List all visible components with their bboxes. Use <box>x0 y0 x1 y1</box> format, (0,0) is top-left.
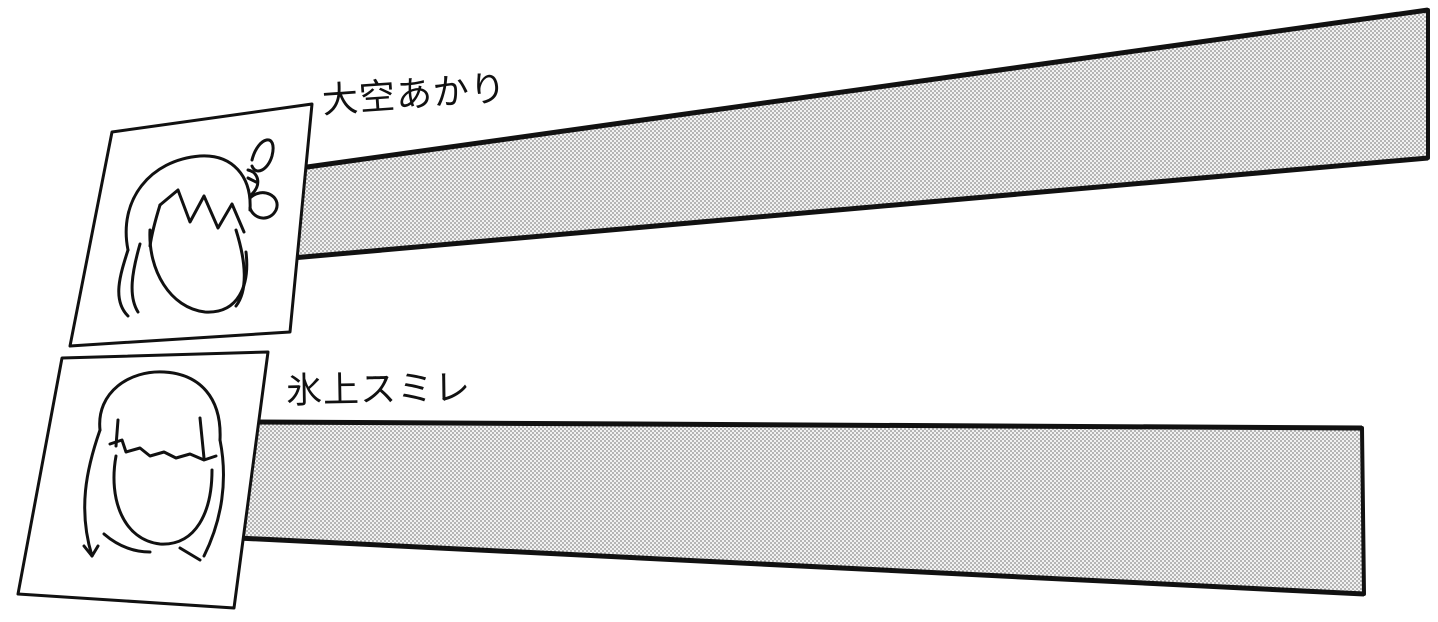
girl-with-bangs-sketch-icon <box>82 370 225 562</box>
portrait-frame[interactable] <box>68 102 314 348</box>
name-banner-bar <box>290 8 1430 260</box>
girl-with-hair-bow-sketch-icon <box>117 138 279 318</box>
character-row-2[interactable] <box>16 350 1366 610</box>
character-row-1[interactable] <box>68 7 1430 348</box>
portrait-frame[interactable] <box>16 350 270 610</box>
character-name-label-2: 氷上スミレ <box>285 367 472 412</box>
